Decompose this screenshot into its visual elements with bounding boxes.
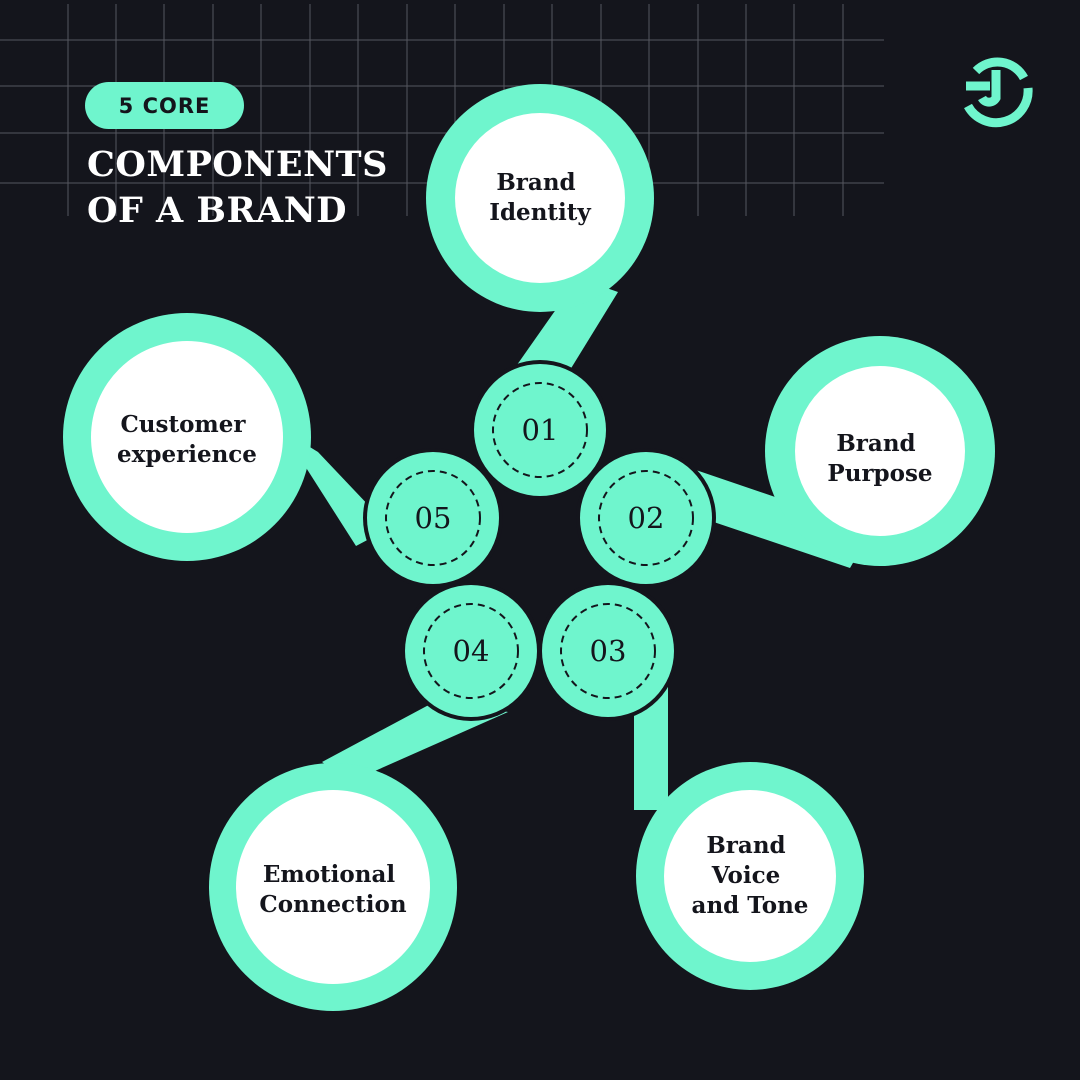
number-05-label: 05: [415, 501, 452, 535]
number-node-04: 04: [401, 581, 541, 721]
component-05-label-line-1: Customer: [120, 411, 246, 438]
brand-logo-icon: [964, 57, 1033, 128]
component-node-03: Brand Voice and Tone: [636, 762, 864, 990]
number-node-02: 02: [576, 448, 716, 588]
svg-text:Brand Purpose: Brand Purpose: [827, 430, 932, 487]
component-04-label-line-2: Connection: [259, 891, 406, 918]
component-node-05: Customer experience: [63, 313, 311, 561]
component-02-label-line-1: Brand: [836, 430, 915, 457]
number-node-03: 03: [538, 581, 678, 721]
page-title: COMPONENTS OF A BRAND: [87, 142, 388, 234]
component-node-04: Emotional Connection: [209, 763, 457, 1011]
component-02-label-line-2: Purpose: [827, 460, 932, 487]
component-03-label-line-3: and Tone: [692, 892, 809, 919]
number-01-label: 01: [522, 413, 559, 447]
component-03-label-line-1: Brand: [706, 832, 785, 859]
number-node-05: 05: [363, 448, 503, 588]
number-04-label: 04: [453, 634, 490, 668]
number-02-label: 02: [628, 501, 665, 535]
component-04-label-line-1: Emotional: [263, 861, 396, 888]
page-title-line-2: OF A BRAND: [87, 190, 348, 231]
svg-text:Brand Voice and To: Brand Voice and Tone: [692, 832, 809, 919]
svg-text:Customer experience: Customer experience: [117, 411, 257, 468]
component-01-label-line-1: Brand: [496, 169, 575, 196]
number-03-label: 03: [590, 634, 627, 668]
component-node-01: Brand Identity: [426, 84, 654, 312]
svg-text:Emotional Connection: Emotional Connection: [259, 861, 406, 918]
component-05-label-line-2: experience: [117, 441, 257, 468]
five-core-badge: 5 CORE: [85, 82, 244, 129]
page-title-line-1: COMPONENTS: [87, 144, 388, 185]
connector-04: [322, 700, 508, 782]
svg-text:Brand Identity: Brand Identity: [489, 169, 591, 226]
number-node-01: 01: [470, 360, 610, 500]
component-01-label-line-2: Identity: [489, 199, 591, 226]
component-node-02: Brand Purpose: [765, 336, 995, 566]
component-03-label-line-2: Voice: [711, 862, 780, 889]
